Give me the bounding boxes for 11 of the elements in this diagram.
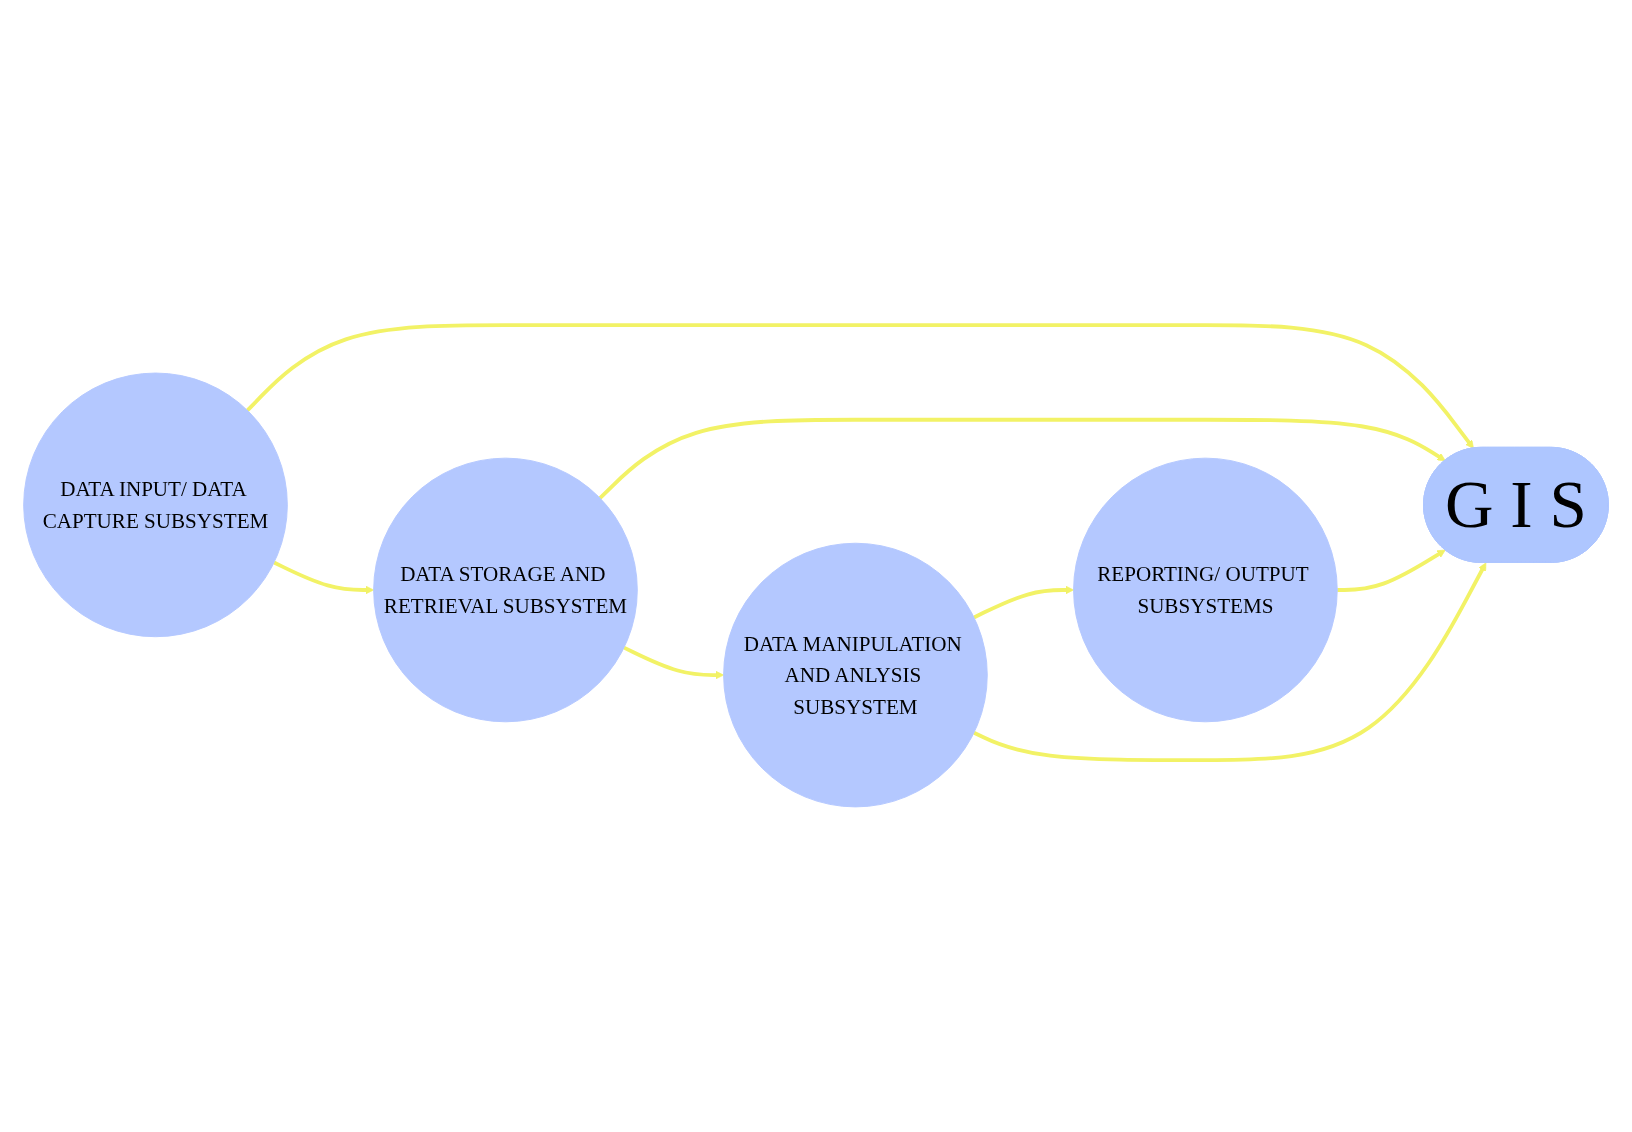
arrow [973, 562, 1487, 763]
arrow [598, 417, 1446, 500]
arrow [623, 645, 724, 680]
node-circle: REPORTING/ OUTPUT SUBSYSTEMS [1073, 457, 1338, 723]
arrow [273, 560, 374, 595]
node-circle: DATA MANIPULATION AND ANLYSIS SUBSYSTEM [723, 542, 988, 808]
arrow [246, 323, 1474, 449]
node-circle: DATA STORAGE AND RETRIEVAL SUBSYSTEM [373, 457, 638, 723]
node-circle: DATA INPUT/ DATA CAPTURE SUBSYSTEM [23, 372, 288, 638]
arrow [1337, 549, 1446, 592]
arrow [973, 585, 1074, 620]
